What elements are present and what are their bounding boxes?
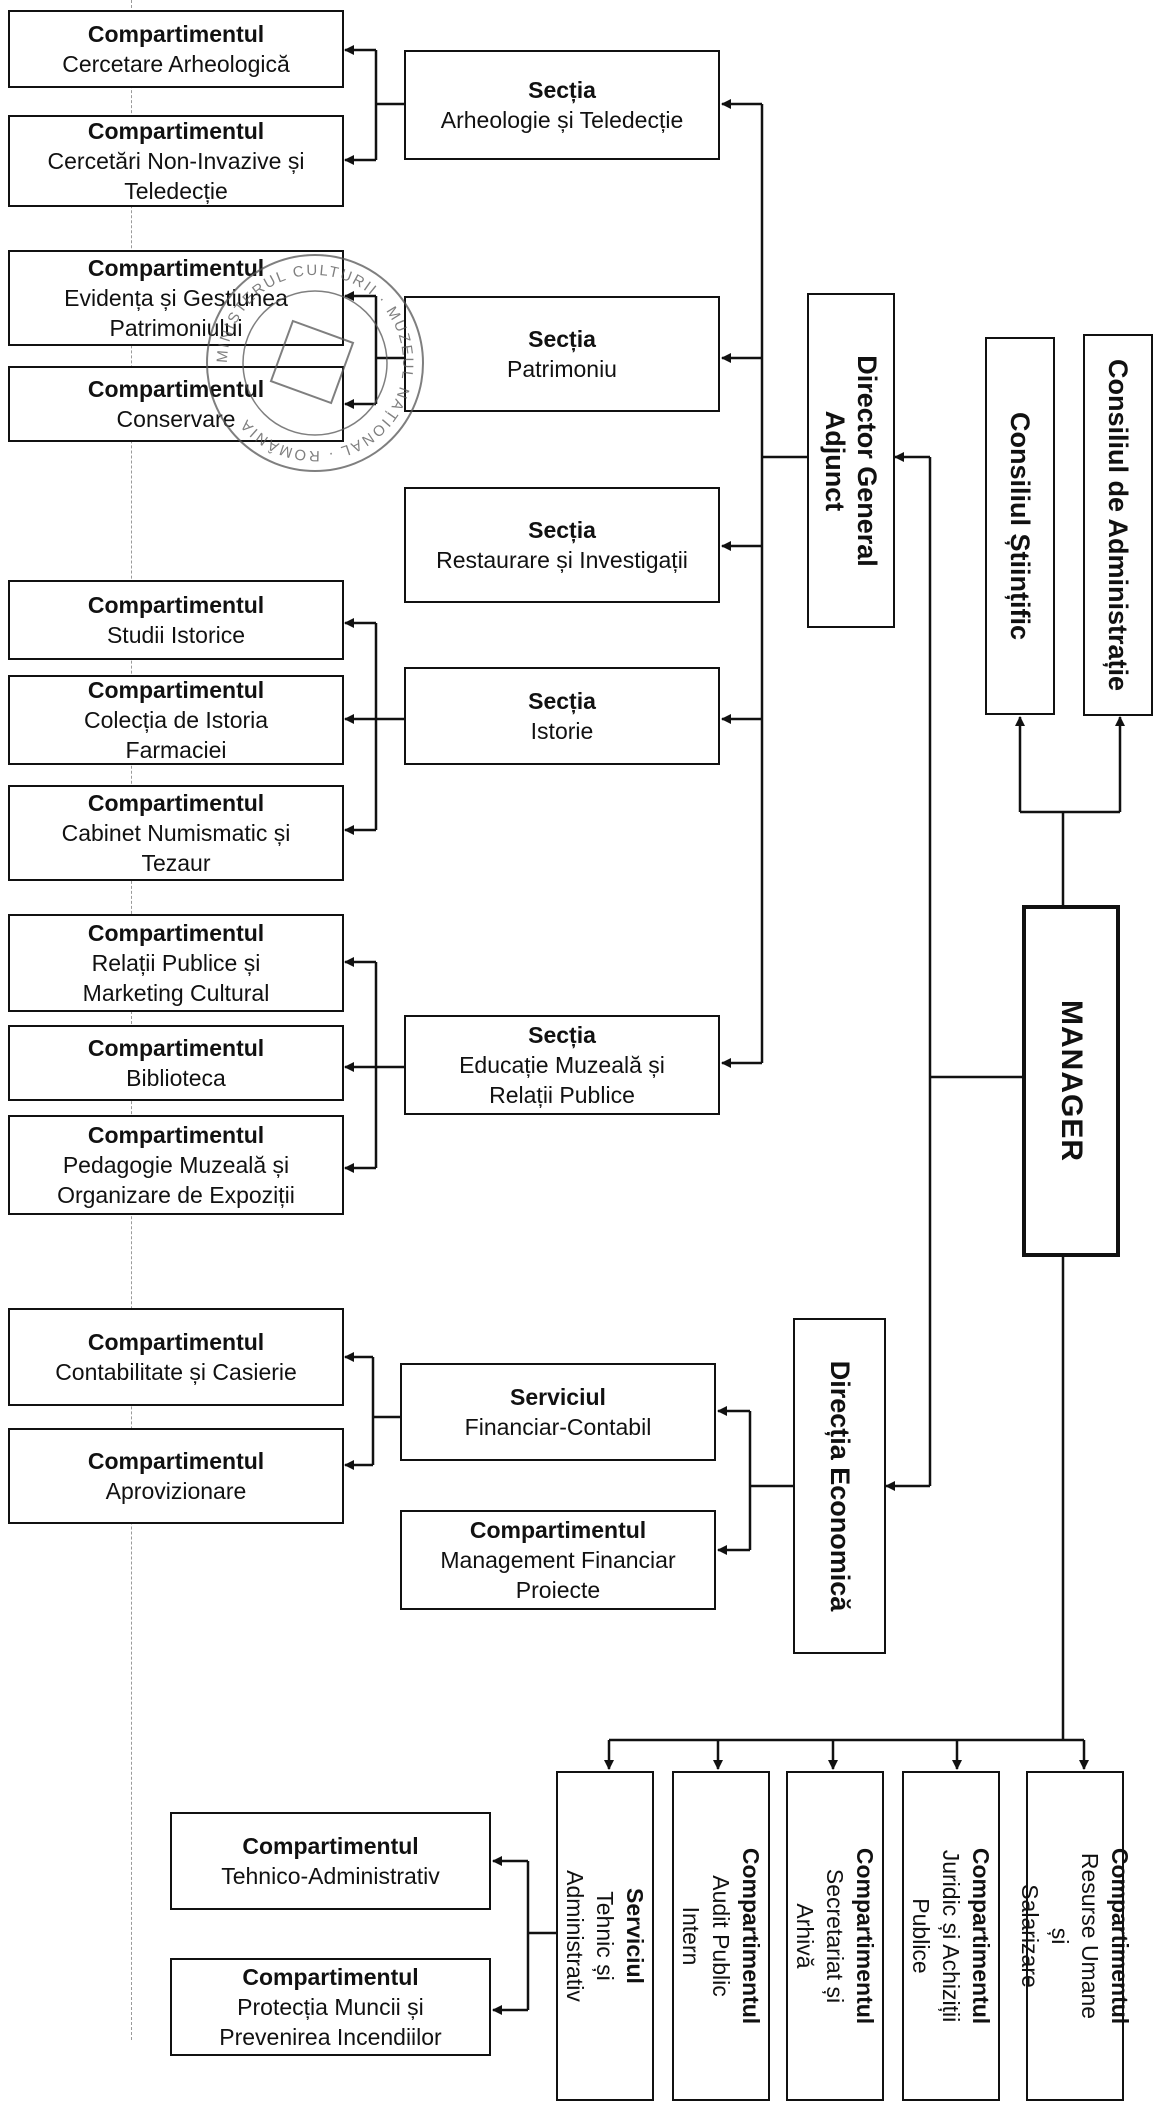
serviciul-tehnic-text: Serviciul Tehnic și Administrativ <box>560 1870 650 2002</box>
compartiment-juridic: Compartimentul Juridic și Achiziții Publ… <box>902 1771 1000 2101</box>
consiliul-de-administratie: Consiliul de Administrație <box>1083 334 1153 716</box>
compartiment-secretariat-text: Compartimentul Secretariat și Arhivă <box>790 1848 880 2024</box>
sectia-heading: Secția <box>528 326 596 352</box>
serviciul-tehnic-administrativ: Serviciul Tehnic și Administrativ <box>556 1771 654 2101</box>
sectia-educatie: Secția Educație Muzeală și Relații Publi… <box>404 1015 720 1115</box>
compartiment-title: Resurse Umane și Salarizare <box>1017 1852 1103 2020</box>
compartiment-title: Audit Public Intern <box>678 1875 734 1997</box>
compartiment-non-invazive: Compartimentul Cercetări Non-Invazive și… <box>8 115 344 207</box>
compartiment-heading: Compartimentul <box>852 1847 878 2025</box>
sectia-arheologie: Secția Arheologie și Teledecție <box>404 50 720 160</box>
compartiment-evidenta: Compartimentul Evidența și Gestiunea Pat… <box>8 250 344 346</box>
compartiment-heading: Compartimentul <box>87 255 265 281</box>
compartiment-contabilitate: Compartimentul Contabilitate și Casierie <box>8 1308 344 1406</box>
compartiment-heading: Compartimentul <box>87 1035 265 1061</box>
compartiment-title: Tehnico-Administrativ <box>221 1863 440 1889</box>
sectia-heading: Secția <box>528 1022 596 1048</box>
compartiment-aprovizionare: Compartimentul Aprovizionare <box>8 1428 344 1524</box>
serviciul-title: Tehnic și Administrativ <box>562 1870 618 2002</box>
scan-fold-line <box>131 0 132 2040</box>
compartiment-numismatic: Compartimentul Cabinet Numismatic și Tez… <box>8 785 344 881</box>
compartiment-title: Pedagogie Muzeală și Organizare de Expoz… <box>57 1152 295 1208</box>
manager-label: MANAGER <box>1055 1000 1088 1162</box>
compartiment-title: Colecția de Istoria Farmaciei <box>83 707 269 763</box>
compartiment-title: Management Financiar Proiecte <box>440 1547 676 1603</box>
svg-text:MINISTERUL CULTURII · MUZEUL N: MINISTERUL CULTURII · MUZEUL NAȚIONAL · … <box>214 262 416 464</box>
compartiment-resurse-umane-text: Compartimentul Resurse Umane și Salariza… <box>1015 1848 1135 2024</box>
sectia-title: Educație Muzeală și Relații Publice <box>459 1052 665 1108</box>
consiliul-stiintific: Consiliul Științific <box>985 337 1055 715</box>
compartiment-cercetare-arheologica: Compartimentul Cercetare Arheologică <box>8 10 344 88</box>
manager-box: MANAGER <box>1022 905 1120 1257</box>
compartiment-biblioteca: Compartimentul Biblioteca <box>8 1025 344 1101</box>
compartiment-heading: Compartimentul <box>87 118 265 144</box>
compartiment-tehnico-administrativ: Compartimentul Tehnico-Administrativ <box>170 1812 491 1910</box>
sectia-heading: Secția <box>528 77 596 103</box>
compartiment-secretariat: Compartimentul Secretariat și Arhivă <box>786 1771 884 2101</box>
compartiment-heading: Compartimentul <box>87 592 265 618</box>
compartiment-heading: Compartimentul <box>242 1833 419 1859</box>
compartiment-management-proiecte: Compartimentul Management Financiar Proi… <box>400 1510 716 1610</box>
directia-economica-label: Direcția Economică <box>824 1360 855 1612</box>
compartiment-heading: Compartimentul <box>738 1847 764 2025</box>
compartiment-heading: Compartimentul <box>87 677 265 703</box>
compartiment-title: Cercetări Non-Invazive și Teledecție <box>47 148 305 204</box>
sectia-title: Arheologie și Teledecție <box>440 107 684 133</box>
compartiment-title: Secretariat și Arhivă <box>792 1868 848 2004</box>
compartiment-title: Relații Publice și Marketing Cultural <box>82 950 270 1006</box>
compartiment-heading: Compartimentul <box>87 920 265 946</box>
sectia-heading: Secția <box>528 688 596 714</box>
compartiment-title: Juridic și Achiziții Publice <box>908 1849 964 2023</box>
compartiment-title: Protecția Muncii și Prevenirea Incendiil… <box>219 1994 442 2050</box>
compartiment-heading: Compartimentul <box>242 1964 419 1990</box>
serviciul-heading: Serviciul <box>510 1384 606 1410</box>
compartiment-heading: Compartimentul <box>1107 1847 1133 2025</box>
compartiment-pedagogie: Compartimentul Pedagogie Muzeală și Orga… <box>8 1115 344 1215</box>
compartiment-title: Cercetare Arheologică <box>62 51 290 77</box>
sectia-title: Istorie <box>530 718 594 744</box>
serviciul-financiar-contabil: Serviciul Financiar-Contabil <box>400 1363 716 1461</box>
consiliul-stiintific-label: Consiliul Științific <box>1005 412 1035 640</box>
serviciul-title: Financiar-Contabil <box>464 1414 652 1440</box>
compartiment-title: Cabinet Numismatic și Tezaur <box>61 820 291 876</box>
compartiment-studii-istorice: Compartimentul Studii Istorice <box>8 580 344 660</box>
sectia-title: Restaurare și Investigații <box>436 547 688 573</box>
sectia-restaurare: Secția Restaurare și Investigații <box>404 487 720 603</box>
sectia-title: Patrimoniu <box>507 356 617 382</box>
compartiment-heading: Compartimentul <box>469 1517 647 1543</box>
compartiment-heading: Compartimentul <box>87 1448 265 1474</box>
consiliul-administratie-label: Consiliul de Administrație <box>1103 358 1133 692</box>
director-general-adjunct: Director General Adjunct <box>807 293 895 628</box>
directia-economica: Direcția Economică <box>793 1318 886 1654</box>
compartiment-title: Studii Istorice <box>106 622 246 648</box>
compartiment-title: Contabilitate și Casierie <box>55 1359 297 1385</box>
compartiment-istoria-farmaciei: Compartimentul Colecția de Istoria Farma… <box>8 675 344 765</box>
official-stamp-seal: MINISTERUL CULTURII · MUZEUL NAȚIONAL · … <box>206 254 424 472</box>
sectia-istorie: Secția Istorie <box>404 667 720 765</box>
compartiment-title: Aprovizionare <box>105 1478 247 1504</box>
compartiment-title: Biblioteca <box>126 1065 226 1091</box>
compartiment-heading: Compartimentul <box>87 1329 265 1355</box>
compartiment-resurse-umane: Compartimentul Resurse Umane și Salariza… <box>1017 1771 1133 2101</box>
compartiment-relatii-publice: Compartimentul Relații Publice și Market… <box>8 914 344 1012</box>
compartiment-protectia-muncii: Compartimentul Protecția Muncii și Preve… <box>170 1958 491 2056</box>
director-label: Director General Adjunct <box>820 354 882 567</box>
compartiment-heading: Compartimentul <box>87 21 265 47</box>
compartiment-heading: Compartimentul <box>968 1847 994 2025</box>
compartiment-heading: Compartimentul <box>87 790 265 816</box>
sectia-patrimoniu: Secția Patrimoniu <box>404 296 720 412</box>
compartiment-heading: Compartimentul <box>87 376 265 402</box>
compartiment-audit-text: Compartimentul Audit Public Intern <box>676 1848 766 2024</box>
compartiment-audit: Compartimentul Audit Public Intern <box>672 1771 770 2101</box>
compartiment-juridic-text: Compartimentul Juridic și Achiziții Publ… <box>906 1848 996 2024</box>
serviciul-heading: Serviciul <box>622 1888 648 1984</box>
sectia-heading: Secția <box>528 517 596 543</box>
compartiment-heading: Compartimentul <box>87 1122 265 1148</box>
compartiment-title: Conservare <box>116 406 236 432</box>
